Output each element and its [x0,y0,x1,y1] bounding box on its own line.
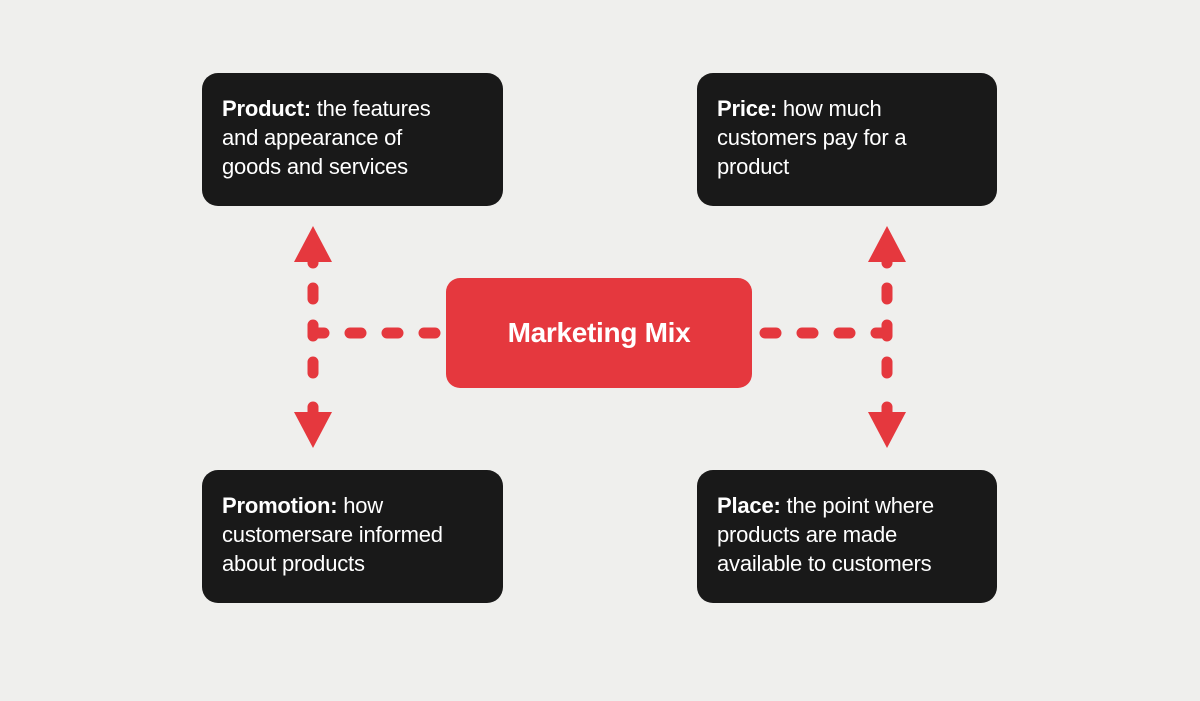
price-term: Price: [717,96,777,121]
promotion-term: Promotion: [222,493,338,518]
place-description: the point where products are made availa… [717,493,934,576]
up-arrow-icon [868,226,906,262]
price-box: Price: how much customers pay for a prod… [697,73,997,206]
promotion-description: how customersare informed about products [222,493,443,576]
product-box: Product: the features and appearance of … [202,73,503,206]
product-term: Product: [222,96,311,121]
left-connector [294,226,452,448]
down-arrow-icon [294,412,332,448]
up-arrow-icon [294,226,332,262]
price-description: how much customers pay for a product [717,96,907,179]
right-connector [746,226,906,448]
down-arrow-icon [868,412,906,448]
marketing-mix-center-box: Marketing Mix [446,278,752,388]
marketing-mix-label: Marketing Mix [507,317,691,348]
place-term: Place: [717,493,781,518]
promotion-box: Promotion: how customersare informed abo… [202,470,503,603]
place-box: Place: the point where products are made… [697,470,997,603]
product-description: the features and appearance of goods and… [222,96,431,179]
